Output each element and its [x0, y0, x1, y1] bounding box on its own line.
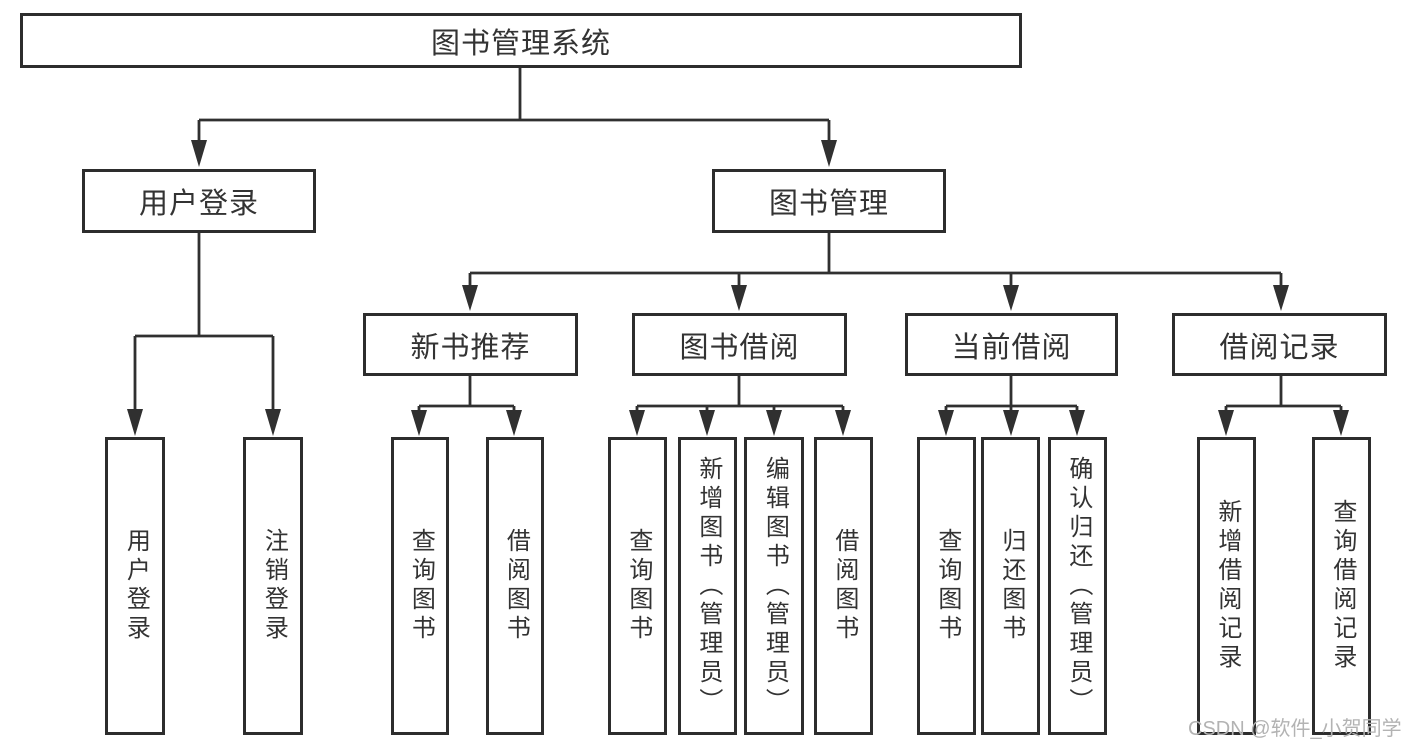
node-query-books-1: 查询图书 [391, 437, 449, 735]
node-edit-books-admin: 编辑图书（管理员） [744, 437, 804, 735]
node-edit-books-admin-label: 编辑图书（管理员） [761, 455, 789, 717]
node-logout: 注销登录 [243, 437, 303, 735]
connector-borrowing-records-to-leaves [1218, 376, 1349, 436]
node-confirm-return-admin: 确认归还（管理员） [1048, 437, 1107, 735]
node-user-login: 用户登录 [82, 169, 316, 233]
node-return-books: 归还图书 [981, 437, 1040, 735]
node-query-borrow-record-label: 查询借阅记录 [1328, 499, 1356, 673]
node-library-management-system-label: 图书管理系统 [430, 27, 611, 60]
node-borrow-books-2-label: 借阅图书 [830, 528, 858, 644]
node-current-borrowing-label: 当前借阅 [951, 331, 1072, 364]
node-new-book-recommendation-label: 新书推荐 [410, 331, 531, 364]
node-book-management: 图书管理 [712, 169, 946, 233]
node-query-books-2-label: 查询图书 [624, 528, 652, 644]
node-return-books-label: 归还图书 [997, 528, 1025, 644]
node-query-borrow-record: 查询借阅记录 [1312, 437, 1371, 735]
node-logout-label: 注销登录 [260, 528, 288, 644]
node-user-login-leaf-label: 用户登录 [122, 528, 150, 644]
node-query-books-1-label: 查询图书 [407, 528, 435, 644]
node-book-management-label: 图书管理 [768, 188, 889, 220]
node-new-book-recommendation: 新书推荐 [363, 313, 578, 376]
connector-book-borrowing-to-leaves [629, 376, 851, 436]
node-user-login-label: 用户登录 [138, 188, 259, 220]
node-add-books-admin-label: 新增图书（管理员） [694, 455, 722, 717]
connector-user-login-to-leaves [127, 233, 281, 436]
node-borrow-books-1-label: 借阅图书 [502, 528, 530, 644]
csdn-watermark: CSDN @软件_小贺同学 [1188, 718, 1402, 740]
node-add-borrow-record-label: 新增借阅记录 [1213, 499, 1241, 673]
node-add-borrow-record: 新增借阅记录 [1197, 437, 1256, 735]
node-query-books-2: 查询图书 [608, 437, 667, 735]
connector-book-management-to-level3 [462, 233, 1289, 311]
node-library-management-system: 图书管理系统 [20, 13, 1022, 68]
node-query-books-3: 查询图书 [917, 437, 976, 735]
node-book-borrowing-label: 图书借阅 [679, 331, 800, 364]
node-borrow-books-1: 借阅图书 [486, 437, 544, 735]
node-confirm-return-admin-label: 确认归还（管理员） [1064, 455, 1092, 717]
node-borrowing-records-label: 借阅记录 [1219, 331, 1340, 364]
node-book-borrowing: 图书借阅 [632, 313, 847, 376]
node-borrowing-records: 借阅记录 [1172, 313, 1387, 376]
connector-current-borrowing-to-leaves [938, 376, 1085, 436]
connector-root-to-level2 [191, 68, 837, 167]
node-query-books-3-label: 查询图书 [933, 528, 961, 644]
connector-new-book-recommendation-to-leaves [411, 376, 522, 436]
node-user-login-leaf: 用户登录 [105, 437, 165, 735]
node-current-borrowing: 当前借阅 [905, 313, 1118, 376]
node-borrow-books-2: 借阅图书 [814, 437, 873, 735]
node-add-books-admin: 新增图书（管理员） [678, 437, 737, 735]
